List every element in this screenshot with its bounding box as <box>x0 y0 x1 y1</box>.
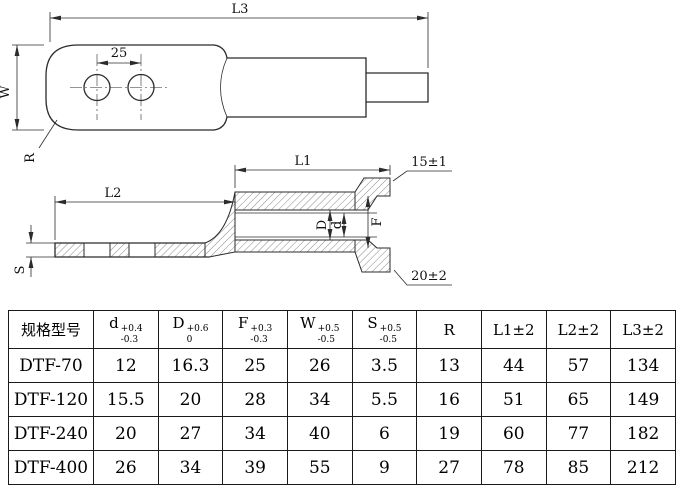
transition-cone-section <box>204 191 236 258</box>
dim-label-D: D <box>315 220 330 230</box>
cell-value: 13 <box>416 348 482 383</box>
palm-barrel-transition-bottom <box>213 116 228 131</box>
flange-bottom-leader <box>393 269 452 286</box>
cell-value: 9 <box>351 450 418 485</box>
cell-value: 12 <box>93 348 159 383</box>
dim-label-flange-top: 15±1 <box>411 155 447 170</box>
dim-label-d: d <box>330 221 345 229</box>
cell-value: 57 <box>545 348 612 383</box>
cell-value: 34 <box>157 450 224 485</box>
cell-value: 3.5 <box>351 348 418 383</box>
col-header-L1: L1±2 <box>480 310 547 349</box>
cell-value: 78 <box>480 450 547 485</box>
dim-label-flange-bottom: 20±2 <box>411 269 447 284</box>
cell-value: 27 <box>157 416 224 451</box>
palm-section-segment-1 <box>54 242 85 258</box>
cell-value: 65 <box>545 382 612 417</box>
cell-value: 44 <box>480 348 547 383</box>
cell-model: DTF-120 <box>8 382 94 417</box>
tolerance-W: +0.5-0.5 <box>317 324 340 345</box>
side-view-dimensions: L1 15±1 L2 D d F S <box>13 154 452 286</box>
cell-model: DTF-400 <box>8 450 94 485</box>
cell-value: 6 <box>351 416 418 451</box>
cell-model: DTF-240 <box>8 416 94 451</box>
cell-value: 77 <box>545 416 612 451</box>
col-header-d: d+0.4-0.3 <box>93 310 159 349</box>
cell-value: 149 <box>610 382 676 417</box>
cell-value: 20 <box>93 416 159 451</box>
barrel-bottom-wall-section <box>234 239 356 253</box>
dim-label-L2: L2 <box>105 186 122 201</box>
R-leader-line <box>38 119 58 149</box>
col-header-L2: L2±2 <box>545 310 612 349</box>
cell-value: 55 <box>286 450 353 485</box>
tolerance-F: +0.3-0.3 <box>250 324 273 345</box>
tolerance-d: +0.4-0.3 <box>120 324 143 345</box>
palm-outline <box>45 44 215 131</box>
cell-value: 40 <box>286 416 353 451</box>
dim-label-L1: L1 <box>295 154 312 169</box>
col-header-F: F+0.3-0.3 <box>222 310 288 349</box>
cell-value: 27 <box>416 450 482 485</box>
dim-label-L3: L3 <box>232 2 249 17</box>
side-section-view <box>54 177 391 273</box>
cell-value: 85 <box>545 450 612 485</box>
cell-value: 28 <box>222 382 288 417</box>
cell-value: 26 <box>286 348 353 383</box>
cell-value: 34 <box>222 416 288 451</box>
cell-value: 16 <box>416 382 482 417</box>
tolerance-S: +0.5-0.5 <box>379 324 402 345</box>
palm-section-segment-2 <box>109 242 130 258</box>
col-header-R: R <box>416 310 482 349</box>
bottom-flange-section <box>354 239 391 273</box>
col-header-model: 规格型号 <box>8 310 94 349</box>
cell-value: 15.5 <box>93 382 159 417</box>
top-view-dimensions: L3 25 W R <box>0 2 429 163</box>
top-flange-section <box>354 177 391 211</box>
dim-label-S: S <box>13 266 28 275</box>
cell-value: 51 <box>480 382 547 417</box>
cell-value: 26 <box>93 450 159 485</box>
palm-section-segment-3 <box>154 242 206 258</box>
col-header-W: W+0.5-0.5 <box>286 310 353 349</box>
cell-value: 25 <box>222 348 288 383</box>
table-row-dtf-400: DTF-400 26 34 39 55 9 27 78 85 212 <box>8 450 676 485</box>
cell-value: 60 <box>480 416 547 451</box>
table-row-dtf-70: DTF-70 12 16.3 25 26 3.5 13 44 57 134 <box>8 348 676 383</box>
cell-value: 39 <box>222 450 288 485</box>
dim-label-hole-spacing: 25 <box>111 46 128 61</box>
top-view <box>45 44 429 131</box>
cable-lug-drawing: L3 25 W R <box>0 2 452 286</box>
col-header-L3: L3±2 <box>610 310 676 349</box>
col-header-S: S+0.5-0.5 <box>351 310 418 349</box>
cell-value: 34 <box>286 382 353 417</box>
dim-label-W: W <box>0 85 13 99</box>
table-row-dtf-240: DTF-240 20 27 34 40 6 19 60 77 182 <box>8 416 676 451</box>
barrel-top-wall-section <box>234 191 356 211</box>
cell-value: 5.5 <box>351 382 418 417</box>
cell-value: 20 <box>157 382 224 417</box>
cell-model: DTF-70 <box>8 348 94 383</box>
cell-value: 182 <box>610 416 676 451</box>
cell-value: 134 <box>610 348 676 383</box>
cell-value: 19 <box>416 416 482 451</box>
cell-value: 212 <box>610 450 676 485</box>
table-row-dtf-120: DTF-120 15.5 20 28 34 5.5 16 51 65 149 <box>8 382 676 417</box>
flange-top-leader <box>392 170 452 182</box>
barrel-mouth-curve <box>220 57 228 118</box>
cell-value: 16.3 <box>157 348 224 383</box>
dim-label-F: F <box>370 217 385 226</box>
palm-barrel-transition-top <box>213 44 228 59</box>
dim-label-R: R <box>23 152 38 163</box>
